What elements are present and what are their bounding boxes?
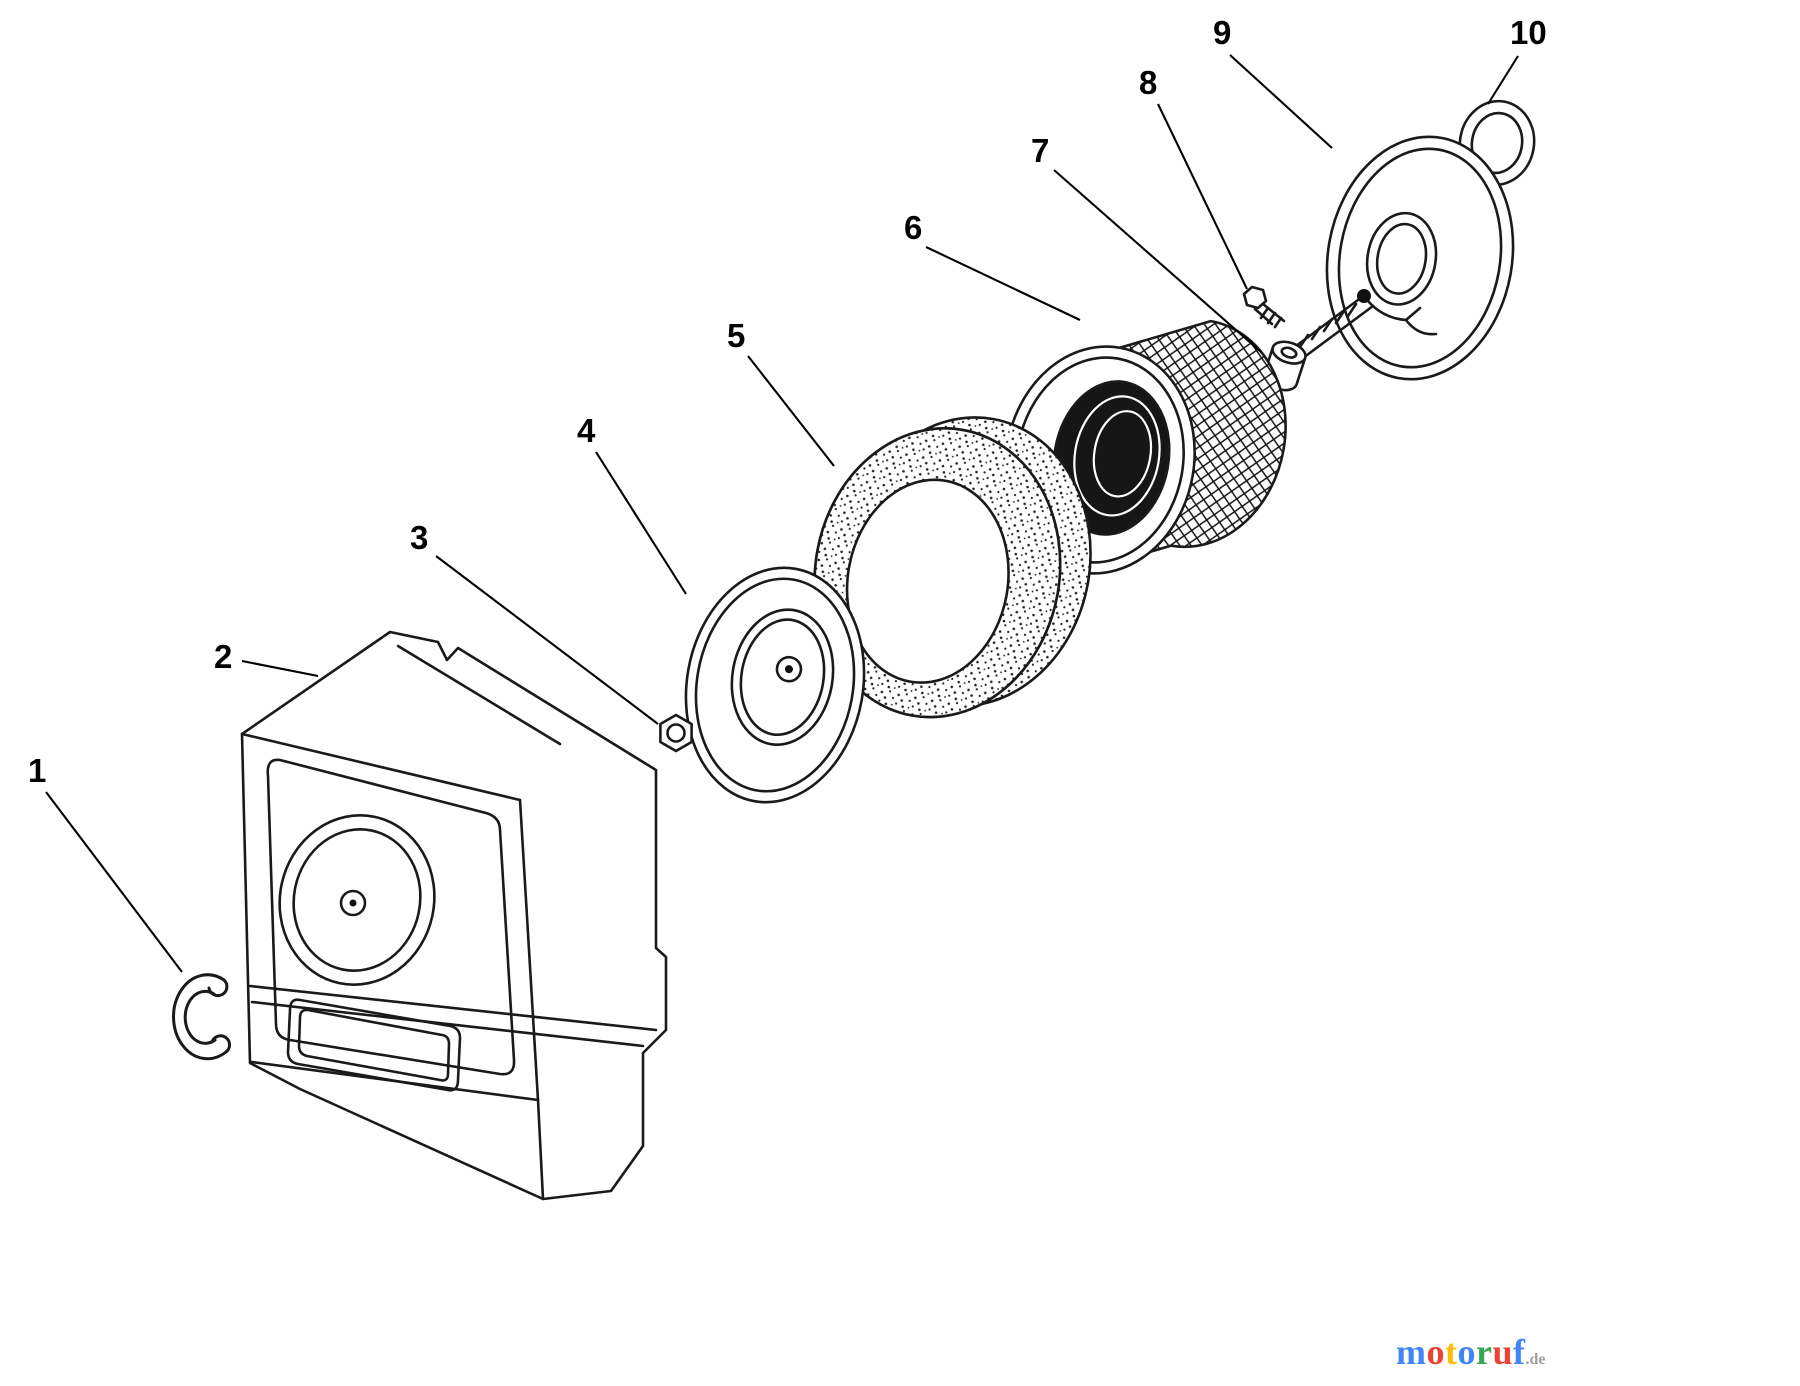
plate-rim [694, 577, 856, 793]
callout-number-3: 3 [410, 519, 428, 556]
foam-annulus [814, 428, 1061, 718]
callout-leader-3 [435, 555, 659, 725]
plate-hub-outer [730, 608, 835, 747]
part-hex-nut [659, 713, 693, 753]
callout-leader-4 [595, 451, 687, 595]
watermark-letter: r [1476, 1332, 1493, 1372]
bushing-hole [1280, 346, 1298, 359]
callout-number-6: 6 [904, 209, 922, 246]
base-outer [1325, 135, 1515, 381]
watermark-logo[interactable]: motoruf.de [1396, 1334, 1546, 1370]
cover-seam-top [248, 984, 658, 1032]
cover-front-right-edge [518, 798, 540, 1102]
cover-slot-inner [297, 1008, 451, 1082]
part-screw [1242, 285, 1286, 329]
plate-center-boss [775, 655, 803, 683]
nut-body [659, 713, 693, 753]
cover-boss-inner [292, 828, 422, 972]
part-wing-clip [172, 973, 231, 1061]
callout-leader-8 [1157, 103, 1248, 290]
callout-leader-7 [1053, 169, 1262, 353]
callout-number-5: 5 [727, 317, 745, 354]
watermark-letter: o [1426, 1332, 1445, 1372]
callout-number-10: 10 [1510, 14, 1547, 51]
cover-top-fold [240, 732, 522, 802]
callout-leader-9 [1229, 54, 1333, 149]
part-filter-plate [684, 566, 866, 804]
callout-number-7: 7 [1031, 132, 1049, 169]
callout-number-9: 9 [1213, 14, 1231, 51]
callout-leader-10 [1487, 55, 1519, 105]
base-rim [1337, 147, 1503, 369]
cover-bottom-fold [250, 1060, 545, 1201]
callout-number-8: 8 [1139, 64, 1157, 101]
cover-seam-bottom [250, 1000, 645, 1048]
callout-leader-6 [925, 246, 1081, 321]
bracket-pivot [1357, 289, 1371, 303]
cover-center-boss [339, 889, 367, 917]
cover-silhouette [240, 630, 668, 1201]
cover-boss-outer [278, 814, 436, 986]
callout-number-1: 1 [28, 752, 46, 789]
cover-slot-outer [286, 998, 462, 1092]
part-foam-precleaner [813, 416, 1092, 719]
watermark-letter: o [1457, 1332, 1476, 1372]
watermark-suffix: .de [1525, 1351, 1546, 1368]
base-neck-inner [1375, 222, 1428, 295]
callout-number-2: 2 [214, 638, 232, 675]
watermark-letter: f [1513, 1332, 1526, 1372]
watermark-letter: m [1396, 1332, 1427, 1372]
clip-body [172, 973, 228, 1061]
callout-leader-5 [747, 355, 835, 467]
watermark-letter: t [1445, 1332, 1458, 1372]
callout-number-4: 4 [577, 412, 596, 449]
filter-bore-ring-2 [1092, 410, 1153, 498]
plate-center-dot [784, 665, 793, 674]
clip-inner [183, 989, 217, 1045]
foam-hole [845, 478, 1010, 684]
callout-leader-1 [45, 791, 183, 973]
clip-curl-bottom [210, 1034, 231, 1054]
bushing-top [1271, 340, 1307, 365]
stud-threads [1298, 302, 1358, 349]
cover-inner-border [266, 758, 516, 1076]
part-air-cleaner-base [1325, 135, 1515, 381]
callout-layer: 1 2 3 4 5 6 7 8 9 10 [28, 14, 1547, 973]
foam-outer-edge [813, 427, 1062, 719]
plate-hub-inner [739, 618, 826, 737]
screw-head [1242, 285, 1268, 310]
part-cover-housing [240, 630, 668, 1201]
nut-hole [666, 723, 686, 743]
cover-center-dot [349, 899, 357, 907]
screw-threads [1259, 306, 1283, 329]
callout-leader-2 [241, 659, 319, 678]
watermark-letter: u [1492, 1332, 1514, 1372]
filter-bore-ring-1 [1073, 395, 1161, 517]
cover-top-parallel [396, 644, 562, 746]
base-neck-outer [1365, 211, 1438, 306]
